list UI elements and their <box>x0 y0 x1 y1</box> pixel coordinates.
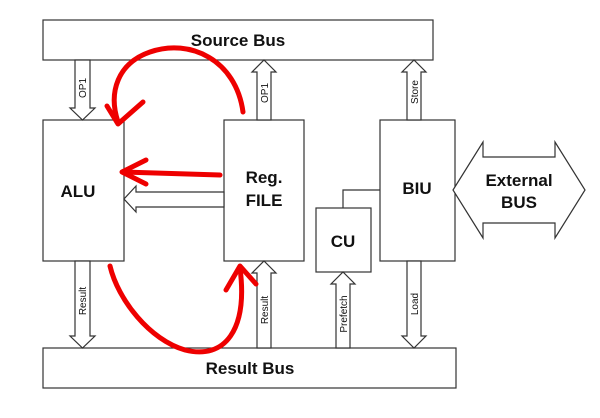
control-unit-block: CU <box>315 207 372 273</box>
source-bus-label: Source Bus <box>191 31 285 50</box>
alu-block: ALU <box>42 119 125 262</box>
red-loop-bottom-arrowhead <box>223 263 259 293</box>
regfile-result-connector: Result <box>250 260 278 349</box>
alu-label: ALU <box>61 182 96 201</box>
alu-op1-label: OP1 <box>78 78 89 98</box>
external-bus-label-line2: BUS <box>501 193 537 212</box>
red-horizontal-arrowhead <box>119 157 149 187</box>
external-bus-arrow: External BUS <box>452 139 586 241</box>
regfile-result-label: Result <box>260 296 271 325</box>
result-bus-label: Result Bus <box>206 359 295 378</box>
reg-file-label-line1: Reg. <box>246 168 283 187</box>
red-loop-bottom-arrow <box>107 263 244 355</box>
red-annotation-arrows <box>104 45 259 355</box>
regfile-op1-label: OP1 <box>260 83 271 103</box>
cu-label: CU <box>331 232 356 251</box>
regfile-to-alu-arrow <box>123 184 225 214</box>
alu-result-label: Result <box>78 287 89 316</box>
regfile-op1-connector: OP1 <box>250 59 278 121</box>
source-bus: Source Bus <box>42 19 434 61</box>
biu-label: BIU <box>402 179 431 198</box>
red-horizontal-arrow <box>121 169 223 178</box>
biu-store-connector: Store <box>400 59 428 121</box>
alu-op1-connector: OP1 <box>68 59 97 121</box>
register-file-block: Reg. FILE <box>223 119 305 262</box>
red-loop-top-arrowhead <box>104 99 146 127</box>
cu-biu-link <box>342 189 380 208</box>
biu-load-label: Load <box>410 293 421 315</box>
cu-prefetch-connector: Prefetch <box>329 271 357 349</box>
biu-store-label: Store <box>410 80 421 104</box>
red-loop-top-arrow <box>111 45 246 125</box>
biu-block: BIU <box>379 119 456 262</box>
result-bus: Result Bus <box>42 347 457 389</box>
cu-prefetch-label: Prefetch <box>339 295 350 332</box>
external-bus-label-line1: External <box>485 171 552 190</box>
reg-file-label-line2: FILE <box>246 191 283 210</box>
alu-result-connector: Result <box>68 260 97 349</box>
biu-load-connector: Load <box>400 260 428 349</box>
